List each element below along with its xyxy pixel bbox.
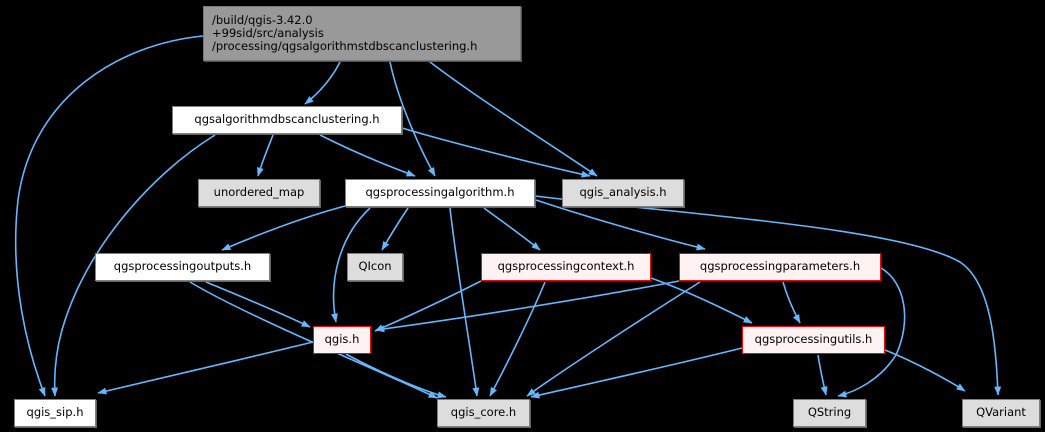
node-qgis-h[interactable]: qgis.h	[313, 326, 371, 354]
node-qgis-core[interactable]: qgis_core.h	[437, 399, 530, 427]
node-qgis-sip[interactable]: qgis_sip.h	[14, 399, 96, 427]
edge-procalgo-to-qicon	[381, 207, 409, 251]
node-qgsprocessingcontext-label: qgsprocessingcontext.h	[497, 259, 635, 274]
node-qvariant-label: QVariant	[976, 405, 1026, 420]
edge-procutils-to-qstring	[817, 354, 828, 396]
node-qgsprocessingoutputs[interactable]: qgsprocessingoutputs.h	[95, 253, 270, 281]
edge-procutils-to-qgiscore	[530, 347, 743, 399]
node-qgsprocessingutils-label: qgsprocessingutils.h	[754, 332, 873, 347]
node-qgsprocessingcontext[interactable]: qgsprocessingcontext.h	[481, 253, 651, 281]
node-qgsalgorithmdbscanclustering[interactable]: qgsalgorithmdbscanclustering.h	[172, 106, 402, 134]
node-qgsprocessingutils[interactable]: qgsprocessingutils.h	[742, 326, 885, 354]
edge-procoutputs-to-qgish	[205, 281, 311, 328]
edge-proccontext-to-qgiscore	[489, 281, 546, 397]
edge-procalgo-to-procparams	[535, 199, 706, 251]
edge-procalgo-to-procoutputs	[221, 205, 346, 251]
node-unordered-map-label: unordered_map	[213, 185, 305, 200]
node-qicon-label: QIcon	[358, 259, 392, 274]
edge-procutils-to-qvariant	[884, 349, 966, 392]
edge-procalgo-to-qvariant	[534, 195, 1002, 396]
node-qgsprocessingalgorithm[interactable]: qgsprocessingalgorithm.h	[345, 179, 535, 207]
node-qgsprocessingalgorithm-label: qgsprocessingalgorithm.h	[365, 185, 515, 200]
node-qgis-analysis-label: qgis_analysis.h	[579, 185, 667, 200]
node-qicon[interactable]: QIcon	[347, 253, 403, 281]
node-qgis-sip-label: qgis_sip.h	[26, 405, 84, 420]
edge-procalgo-to-proccontext	[483, 207, 541, 251]
edge-procparams-to-procutils	[782, 281, 801, 324]
edge-root-to-qgisanalysis	[429, 61, 598, 177]
edge-proccontext-to-qgish	[374, 280, 482, 332]
node-qstring-label: QString	[807, 405, 852, 420]
node-root[interactable]: /build/qgis-3.42.0 +99sid/src/analysis /…	[203, 6, 521, 61]
edge-dbscan-to-unorderedmap	[256, 134, 274, 177]
edge-procparams-to-qgiscore	[526, 281, 701, 397]
edge-dbscan-to-qgissip	[51, 134, 216, 397]
node-qvariant[interactable]: QVariant	[962, 399, 1040, 427]
edge-root-to-qgissip	[14, 35, 204, 397]
edge-qgish-to-qgissip	[97, 341, 314, 395]
node-qgis-analysis[interactable]: qgis_analysis.h	[562, 179, 684, 207]
edge-proccontext-to-procutils	[650, 277, 753, 324]
node-qgsprocessingparameters-label: qgsprocessingparameters.h	[699, 259, 861, 274]
edge-qgish-to-qgiscore	[345, 353, 447, 399]
node-unordered-map[interactable]: unordered_map	[198, 179, 320, 207]
node-qgsalgorithmdbscanclustering-label: qgsalgorithmdbscanclustering.h	[194, 112, 380, 127]
edge-procalgo-to-qgish	[330, 207, 371, 323]
node-root-label: /build/qgis-3.42.0 +99sid/src/analysis /…	[212, 12, 478, 54]
edge-procalgo-to-qgiscore	[449, 207, 480, 397]
edge-dbscan-to-procalgo	[319, 134, 416, 177]
edge-dbscan-to-qgisanalysis	[401, 127, 591, 178]
node-qgis-core-label: qgis_core.h	[450, 405, 517, 420]
node-qgsprocessingoutputs-label: qgsprocessingoutputs.h	[113, 259, 252, 274]
node-qgsprocessingparameters[interactable]: qgsprocessingparameters.h	[679, 253, 881, 281]
node-qstring[interactable]: QString	[793, 399, 866, 427]
edge-root-to-dbscan	[304, 61, 341, 105]
edge-procparams-to-qgish	[375, 280, 680, 333]
node-qgis-h-label: qgis.h	[324, 332, 360, 347]
edge-root-to-procalgo	[389, 61, 436, 177]
